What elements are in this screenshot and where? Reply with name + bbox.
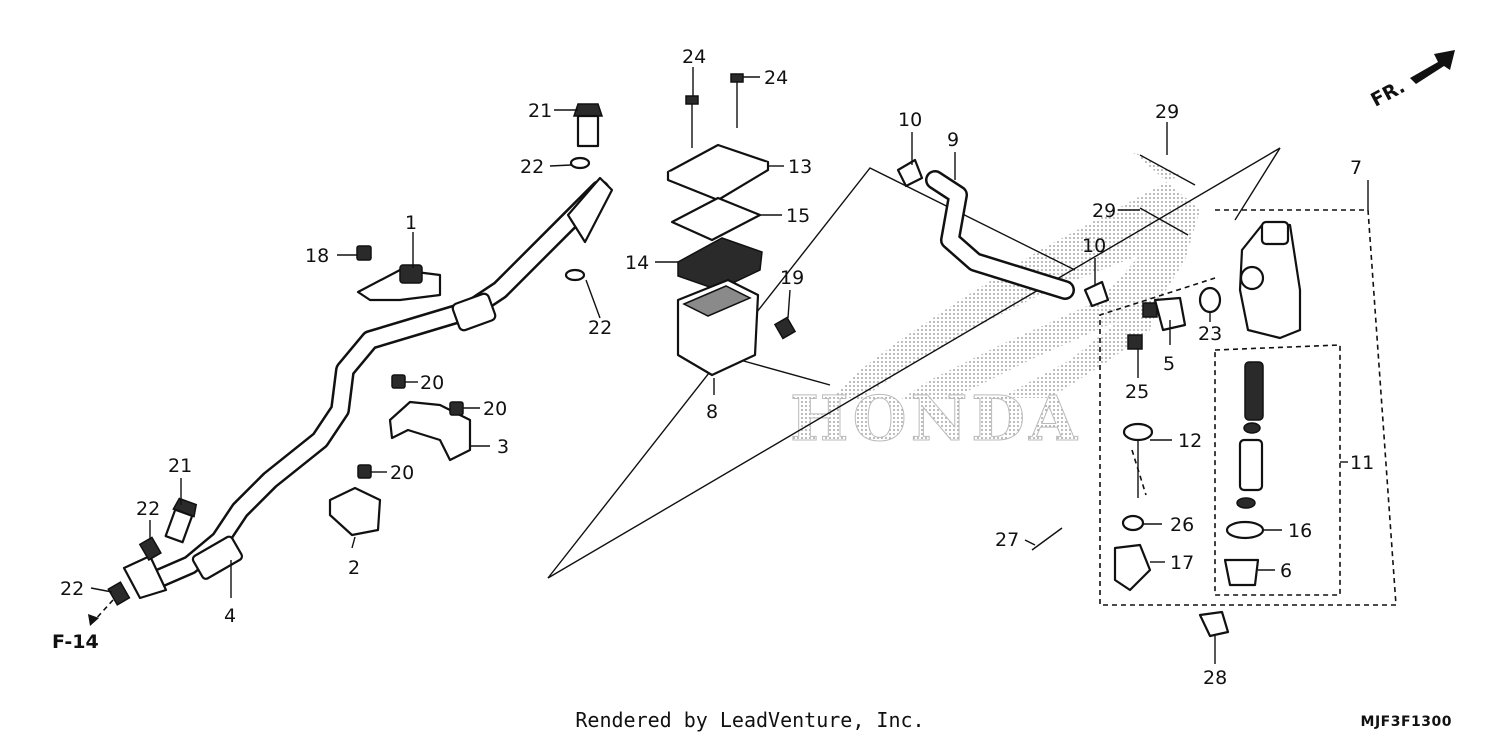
circlip-23 [1198,286,1222,314]
piston-set [1236,361,1264,509]
leader-lines [90,67,1369,664]
pin-28 [1198,610,1230,638]
callout-1: 1 [405,212,417,234]
callout-22a: 22 [520,156,544,178]
bolt-18 [356,245,372,261]
callout-29a: 29 [1155,101,1179,123]
callout-20c: 20 [390,462,414,484]
callout-20b: 20 [483,398,507,420]
callout-17: 17 [1170,552,1194,574]
hose-clamp-2 [328,486,382,537]
cotter-pin-27 [1031,527,1063,551]
circlip-16 [1225,520,1265,540]
bolt-20a [391,374,406,389]
reservoir-hose [925,170,1075,300]
callout-21a: 21 [528,100,552,122]
master-cylinder-body [1238,220,1302,340]
callout-24b: 24 [764,67,788,89]
render-credit: Rendered by LeadVenture, Inc. [575,708,925,732]
callout-27: 27 [995,529,1019,551]
callout-2: 2 [348,557,360,579]
sealing-washer-lower-2 [107,581,131,606]
callout-7: 7 [1350,157,1362,179]
bolt-20b [449,401,464,416]
reference-label: F-14 [52,631,99,653]
callout-13: 13 [788,156,812,178]
callout-25: 25 [1125,381,1149,403]
callout-4: 4 [224,605,236,627]
honda-watermark: HONDA [790,150,1200,456]
joint-5 [1142,296,1187,332]
callout-24a: 24 [682,46,706,68]
callout-8: 8 [706,401,718,423]
callout-3: 3 [497,436,509,458]
bolt-29b [1139,207,1189,236]
hose-clip-10a [896,158,924,188]
diaphragm [677,237,763,291]
joint-17 [1113,543,1152,592]
callout-28: 28 [1203,667,1227,689]
routing-line-left [547,167,1076,579]
group-box-7 [1099,209,1397,606]
direction-label: FR. [1367,76,1408,112]
front-direction-arrow: FR. [1367,50,1455,112]
diaphragm-plate [670,196,762,242]
nut-26 [1121,514,1145,532]
callout-11: 11 [1350,452,1374,474]
routing-line-top [1234,147,1281,221]
boot-6 [1223,558,1260,587]
group-box-11 [1214,344,1341,596]
screw-24b [730,73,744,128]
callout-labels: 1 2 3 4 5 6 7 8 9 10 10 11 12 13 14 15 1… [60,46,1374,689]
callout-22d: 22 [60,578,84,600]
sealing-washer-upper-2 [564,268,586,282]
callout-5: 5 [1163,353,1175,375]
callout-18: 18 [305,245,329,267]
screw-19 [773,316,797,340]
callout-6: 6 [1280,560,1292,582]
bolt-29a [1139,154,1196,186]
callout-20a: 20 [420,372,444,394]
callout-19: 19 [780,267,804,289]
diagram-code: MJF3F1300 [1360,714,1452,730]
callout-10a: 10 [898,109,922,131]
screw-24a [685,95,699,148]
hose-clamp-1 [356,264,442,302]
callout-15: 15 [786,205,810,227]
banjo-bolt-lower [164,497,198,544]
routing-line-reservoir [739,359,831,386]
routing-line-right [547,147,1281,579]
screw-25 [1127,334,1143,350]
callout-9: 9 [947,129,959,151]
brake-hose [122,176,614,600]
callout-22c: 22 [136,498,160,520]
callout-21b: 21 [168,455,192,477]
reference-arrow: F-14 [52,599,114,653]
reservoir [676,278,760,377]
bolt-20c [357,464,372,479]
callout-26: 26 [1170,514,1194,536]
banjo-bolt-upper [572,103,604,148]
callout-10b: 10 [1082,235,1106,257]
callout-16: 16 [1288,520,1312,542]
sealing-washer-upper-1 [569,156,591,170]
sealing-washer-lower-1 [138,536,162,561]
callout-14: 14 [625,252,649,274]
callout-12: 12 [1178,430,1202,452]
hose-clip-10b [1083,280,1110,308]
push-rod [1122,422,1154,498]
callout-23: 23 [1198,323,1222,345]
callout-29b: 29 [1092,200,1116,222]
callout-22b: 22 [588,317,612,339]
watermark-text: HONDA [790,382,1081,455]
hose-stay-3 [388,400,472,462]
